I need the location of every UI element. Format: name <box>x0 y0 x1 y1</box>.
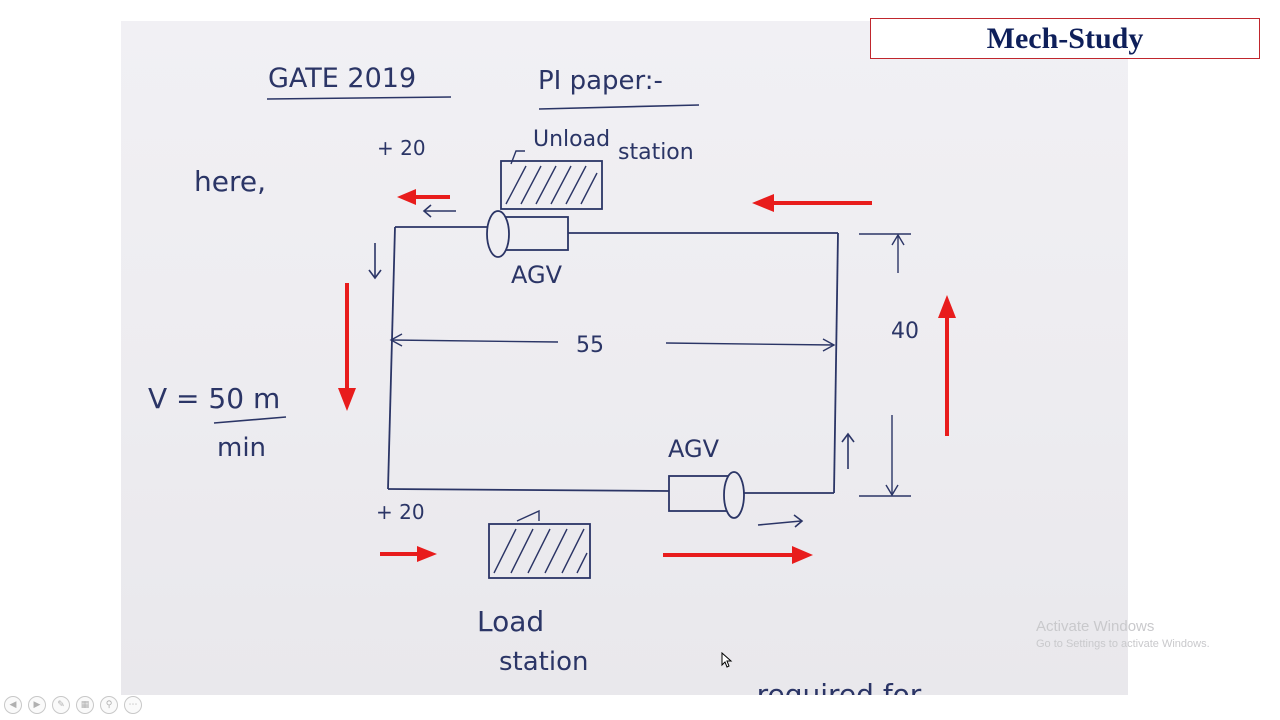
agv-top-wheel <box>486 210 510 258</box>
ink-arrow-down-left <box>368 243 382 280</box>
watermark-line-2: Go to Settings to activate Windows. <box>1036 638 1210 650</box>
note-here: here, <box>194 165 266 198</box>
width-dimension <box>389 333 836 352</box>
heading-exam: GATE 2019 <box>268 63 416 94</box>
brand-banner: Mech-Study <box>870 18 1260 59</box>
note-velocity: V = 50 m <box>148 382 280 415</box>
ink-arrow-left-top <box>422 204 456 218</box>
heading-paper: PI paper:- <box>538 66 663 96</box>
slideshow-toolbar: ◀ ▶ ✎ ▦ ⚲ ⋯ <box>4 694 142 716</box>
height-dimension <box>859 233 911 497</box>
agv-top-label: AGV <box>511 261 563 289</box>
unload-label-1: Unload <box>533 127 610 152</box>
width-dim-label: 55 <box>576 333 604 358</box>
agv-top-body <box>500 216 569 251</box>
red-arrow-bottom-right <box>663 546 813 564</box>
height-dim-label: 40 <box>891 319 919 344</box>
loop-left <box>387 226 396 490</box>
prev-icon[interactable]: ◀ <box>4 696 22 714</box>
unload-station-box <box>500 160 603 210</box>
heading-exam-underline <box>266 96 452 100</box>
loop-right <box>833 232 839 494</box>
diagram-canvas: GATE 2019 PI paper:- here, V = 50 m min … <box>148 63 956 695</box>
agv-bottom-wheel <box>723 471 745 519</box>
red-arrow-right-up <box>938 295 956 436</box>
note-velocity-unit: min <box>217 433 266 463</box>
next-icon[interactable]: ▶ <box>28 696 46 714</box>
more-icon[interactable]: ⋯ <box>124 696 142 714</box>
red-arrow-top-right <box>752 194 872 212</box>
offset-bottom: + 20 <box>376 500 425 524</box>
unload-label-2: station <box>618 140 694 165</box>
load-station-hatch <box>493 528 588 574</box>
slides-icon[interactable]: ▦ <box>76 696 94 714</box>
load-label-1: Load <box>477 605 544 638</box>
agv-bottom-label: AGV <box>668 435 720 463</box>
handwritten-notes-photo: GATE 2019 PI paper:- here, V = 50 m min … <box>121 21 1128 695</box>
mouse-cursor-icon <box>721 652 733 668</box>
red-arrow-left-down <box>338 283 356 411</box>
red-arrow-bottom-left <box>380 546 437 562</box>
red-arrow-top-left <box>397 189 450 205</box>
note-bottom-partial: ... required for <box>721 678 922 695</box>
zoom-icon[interactable]: ⚲ <box>100 696 118 714</box>
pen-icon[interactable]: ✎ <box>52 696 70 714</box>
load-station-box <box>488 523 591 579</box>
velocity-fraction-bar <box>213 416 287 424</box>
brand-title: Mech-Study <box>986 21 1144 55</box>
ink-arrow-right-bottom <box>757 514 804 528</box>
unload-tick <box>510 150 525 165</box>
ink-arrow-up-right <box>841 432 855 469</box>
unload-station-hatch <box>505 165 598 205</box>
heading-paper-underline <box>538 104 700 110</box>
loop-bottom-left <box>387 488 670 492</box>
activate-windows-watermark: Activate Windows Go to Settings to activ… <box>1036 618 1210 650</box>
offset-top: + 20 <box>377 136 426 160</box>
watermark-line-1: Activate Windows <box>1036 618 1155 635</box>
load-tick <box>516 509 540 522</box>
load-label-2: station <box>499 647 588 677</box>
